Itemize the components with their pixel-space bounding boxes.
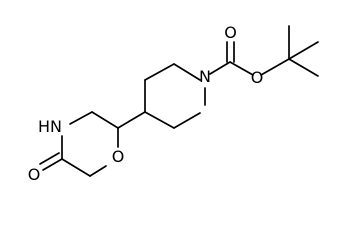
- ketone-oxygen-label: O: [28, 165, 41, 184]
- piperidine-nitrogen-label: N: [199, 67, 211, 86]
- lactam-carbonyl-double-bond: [39, 152, 63, 171]
- bond-ester-oxygen-tbutyl: [260, 58, 290, 76]
- morpholine-oxygen-label: O: [112, 147, 125, 166]
- boc-carbonyl-double-bond: [226, 41, 235, 63]
- bond-tbutyl-methyl-right: [288, 41, 319, 60]
- bond-tbutyl-methyl-bottom: [288, 58, 319, 77]
- morpholine-ring: [61, 111, 119, 177]
- boc-carbonyl-oxygen-label: O: [224, 23, 237, 42]
- piperidine-ring: [144, 63, 206, 129]
- ester-oxygen-label: O: [251, 68, 264, 87]
- bond-carbonyl-ester-oxygen: [229, 61, 254, 76]
- molecule-structure: O O N HN O O: [28, 23, 319, 184]
- bond-piperidine-morpholine: [117, 111, 146, 129]
- bond-carbonyl-piperidine-nitrogen: [209, 61, 231, 75]
- lactam-nh-label: HN: [38, 117, 62, 136]
